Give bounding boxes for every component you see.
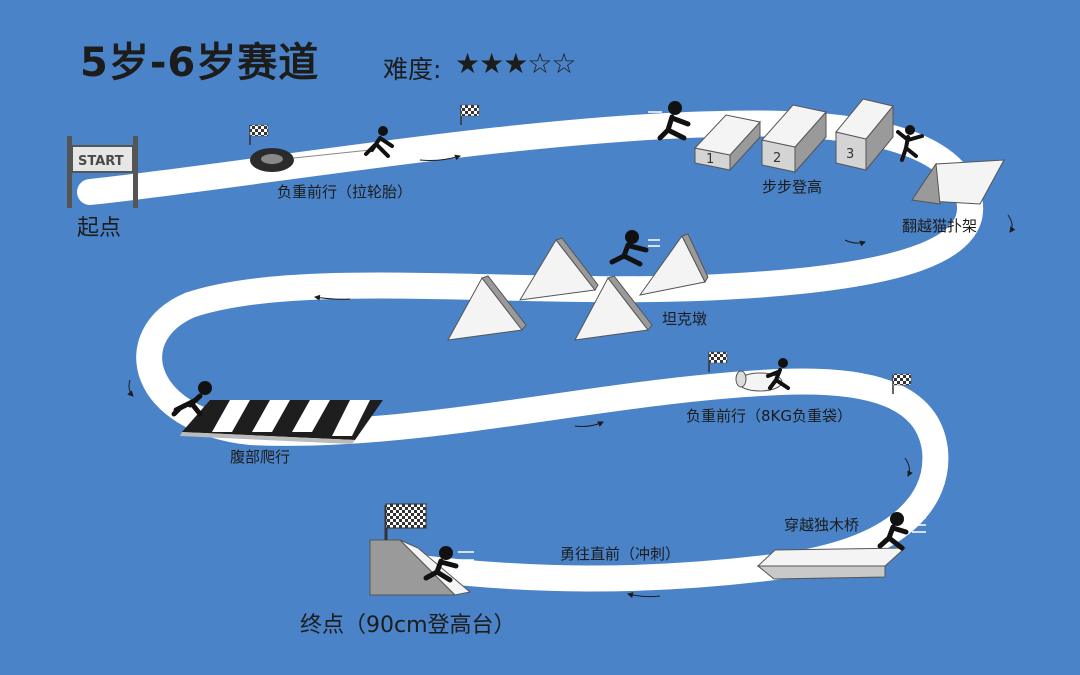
tank-mound-wedges xyxy=(447,233,709,341)
label-belly-crawl: 腹部爬行 xyxy=(230,448,291,466)
label-sprint: 勇往直前（冲刺） xyxy=(560,545,681,563)
label-start: 起点 xyxy=(77,216,122,241)
svg-text:2: 2 xyxy=(773,151,781,166)
mound-runner-figure xyxy=(609,230,649,267)
label-tank-mound: 坦克墩 xyxy=(662,310,708,328)
climber-figure xyxy=(896,125,924,162)
difficulty-rating: ★★★☆☆ xyxy=(455,47,577,80)
flag-2 xyxy=(460,104,480,125)
tire-obstacle xyxy=(250,148,371,172)
label-weight-bag: 负重前行（8KG负重袋） xyxy=(686,407,853,425)
crawl-mat xyxy=(180,400,383,444)
label-tire-pull: 负重前行（拉轮胎） xyxy=(277,183,413,201)
svg-text:3: 3 xyxy=(846,147,854,162)
filled-stars: ★★★ xyxy=(455,47,528,80)
direction-arrows xyxy=(127,154,1016,599)
step-box-1: 1 xyxy=(694,114,761,172)
label-finish: 终点（90cm登高台） xyxy=(300,613,516,638)
difficulty-label: 难度: xyxy=(383,55,442,84)
flag-3 xyxy=(708,351,728,372)
empty-stars: ☆☆ xyxy=(527,47,576,80)
start-gate: START xyxy=(67,136,138,208)
sprinter-figure xyxy=(423,546,459,583)
label-steps: 步步登高 xyxy=(762,178,823,196)
finish-platform xyxy=(369,503,472,596)
start-sign: START xyxy=(78,154,124,169)
svg-text:1: 1 xyxy=(706,152,714,167)
flag-1 xyxy=(249,124,269,145)
label-balance-beam: 穿越独木桥 xyxy=(784,516,860,534)
runner-figure-2 xyxy=(657,101,691,141)
motion-lines xyxy=(458,111,926,569)
runner-figure-1 xyxy=(364,126,394,158)
flag-4 xyxy=(892,373,912,394)
label-cat-frame: 翻越猫扑架 xyxy=(902,217,978,235)
step-box-3: 3 xyxy=(835,98,894,172)
crawler-figure xyxy=(171,381,212,417)
beam-runner-figure xyxy=(877,512,909,551)
step-box-2: 2 xyxy=(761,104,827,174)
balance-beam xyxy=(756,547,907,580)
cat-climb-frame xyxy=(911,159,1005,205)
bag-carrier-figure xyxy=(766,358,790,390)
track-path xyxy=(77,110,983,592)
page-title: 5岁-6岁赛道 xyxy=(80,40,320,86)
